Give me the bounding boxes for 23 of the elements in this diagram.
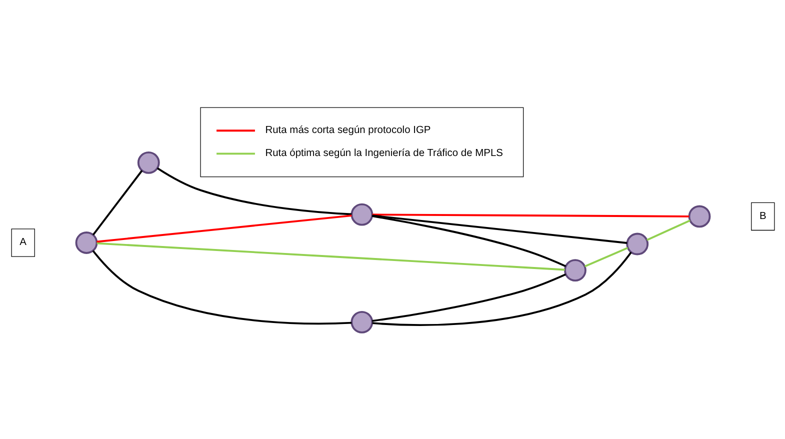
connector: [372, 214, 627, 244]
node-box: B: [750, 202, 774, 230]
connector: [372, 213, 689, 217]
node-circle: [350, 310, 373, 333]
connector: [646, 219, 690, 240]
connector: [92, 170, 142, 235]
node-circle: [74, 231, 98, 254]
legend-label: Ruta óptima según la Ingeniería de Tráfico de MPLS: [264, 148, 503, 159]
connector: [92, 250, 352, 324]
connector: [96, 242, 564, 270]
node-circle: [688, 204, 710, 228]
node-circle: [136, 150, 160, 174]
connector: [372, 273, 566, 322]
connector: [156, 166, 352, 215]
node-box: A: [10, 228, 34, 256]
connector: [584, 246, 628, 267]
connector: [96, 214, 352, 242]
connector: [371, 214, 566, 267]
connector: [372, 251, 632, 326]
node-circle: [350, 202, 373, 226]
node-circle: [626, 232, 648, 255]
node-circle: [564, 258, 586, 281]
legend-label: Ruta más corta según protocolo IGP: [264, 124, 430, 136]
